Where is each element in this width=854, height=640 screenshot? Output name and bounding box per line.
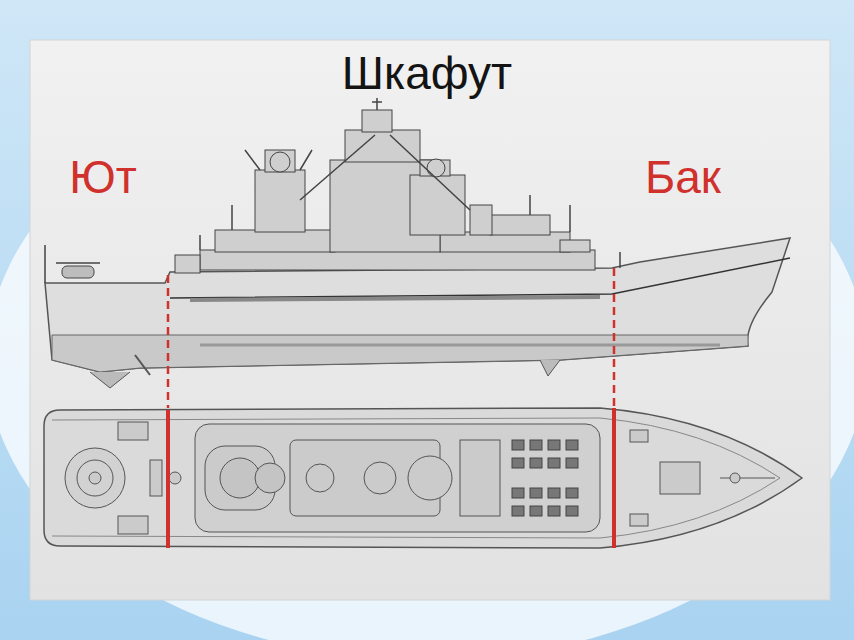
bow-deck-details (630, 430, 648, 442)
bow-deck-details (630, 514, 648, 526)
side-view-superstructure (490, 215, 550, 235)
missile-cells (530, 458, 542, 468)
side-view-hull (200, 344, 720, 347)
top-view-deck-details (89, 472, 101, 484)
side-view-hull (135, 355, 150, 375)
section-label: Шкафут (342, 48, 512, 99)
top-view-deck-details (306, 464, 334, 492)
top-view-deck-details (255, 463, 285, 493)
missile-cells (512, 506, 524, 516)
top-view-deck-details (364, 462, 396, 494)
top-view-deck-details (77, 460, 113, 496)
side-view-superstructure (215, 230, 335, 252)
top-view-deck-details (169, 472, 181, 484)
section-divider (613, 268, 616, 406)
missile-cells (548, 506, 560, 516)
helicopter (62, 266, 94, 278)
top-view-hull (44, 408, 802, 548)
side-view-superstructure (175, 255, 200, 273)
side-view-hull (90, 372, 130, 388)
section-divider (167, 275, 170, 408)
missile-cells (566, 458, 578, 468)
masts-and-antennae (200, 195, 570, 250)
missile-cells (512, 440, 578, 516)
bow-deck-details (630, 430, 775, 526)
missile-cells (548, 488, 560, 498)
masts-and-antennae (372, 98, 382, 110)
side-view-superstructure (427, 159, 445, 177)
section-label: Ют (69, 152, 137, 203)
side-view-hull (540, 360, 560, 376)
section-label: Бак (645, 152, 721, 203)
bow-deck-details (660, 462, 700, 494)
background-blob (0, 40, 854, 640)
missile-cells (512, 440, 524, 450)
side-view-superstructure (200, 250, 595, 270)
top-view-deck-details (195, 424, 600, 532)
masts-and-antennae (45, 245, 620, 283)
missile-cells (512, 458, 524, 468)
side-view-superstructure (345, 130, 420, 162)
masts-and-antennae (300, 135, 470, 210)
missile-cells (530, 506, 542, 516)
side-view-superstructure (470, 205, 492, 235)
missile-cells (566, 488, 578, 498)
top-view-deck-details (118, 422, 148, 440)
bow-deck-details (720, 478, 775, 479)
top-view-deck-details (460, 440, 500, 516)
top-view-deck-details (220, 458, 260, 498)
masts-and-antennae (245, 150, 312, 170)
missile-cells (548, 458, 560, 468)
side-view-hull (45, 238, 790, 372)
helicopter (56, 263, 100, 278)
helicopter (56, 262, 100, 264)
side-view-superstructure (255, 170, 305, 232)
masts-and-antennae (45, 98, 620, 283)
missile-cells (566, 440, 578, 450)
section-divider (612, 408, 616, 548)
missile-cells (566, 506, 578, 516)
bow-deck-details (730, 473, 740, 483)
missile-cells (530, 440, 542, 450)
section-divider (166, 410, 170, 548)
top-view-deck-details (408, 456, 452, 500)
side-view-superstructure (560, 240, 590, 252)
top-view-deck-details (150, 460, 162, 496)
side-view-superstructure (270, 152, 290, 172)
side-view-hull (52, 335, 748, 372)
side-view-superstructure (265, 150, 295, 172)
background-blob (30, 40, 830, 600)
side-view-hull (45, 238, 790, 388)
top-view-deck-details (65, 448, 125, 508)
side-view-hull (190, 297, 600, 300)
section-divider (168, 268, 614, 548)
side-view-superstructure (362, 110, 392, 132)
top-view-deck-details (118, 516, 148, 534)
top-view-hull (44, 408, 802, 548)
side-view-superstructure (175, 110, 595, 273)
side-view-superstructure (410, 175, 465, 235)
top-view-deck-details (65, 422, 600, 534)
missile-cells (512, 488, 524, 498)
top-view-hull (52, 418, 780, 538)
missile-cells (530, 488, 542, 498)
missile-cells (548, 440, 560, 450)
